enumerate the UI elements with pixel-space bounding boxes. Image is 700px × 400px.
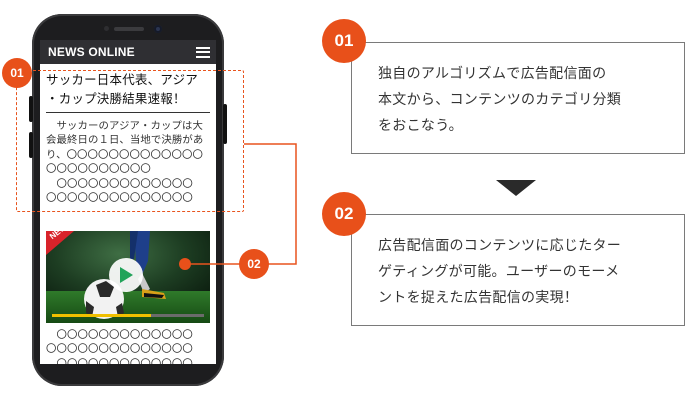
- phone-screen: NEWS ONLINE サッカー日本代表、アジア ・カップ決勝結果速報！ サッカ…: [40, 40, 216, 364]
- article-body: サッカーのアジア・カップは大 会最終日の１日、当地で決勝があ り、〇〇〇〇〇〇〇…: [46, 120, 204, 205]
- down-arrow-icon: [496, 180, 536, 196]
- badge-02-small: 02: [239, 249, 269, 279]
- article-highlight-box: [16, 70, 244, 212]
- speaker-grille: [114, 27, 144, 31]
- headline-divider: [46, 112, 210, 113]
- volume-up-button: [29, 96, 33, 122]
- play-button[interactable]: [109, 258, 143, 292]
- news-header: NEWS ONLINE: [40, 40, 216, 64]
- badge-01-small: 01: [2, 58, 32, 88]
- callout-01-badge: 01: [322, 19, 366, 63]
- article-headline[interactable]: サッカー日本代表、アジア ・カップ決勝結果速報！: [46, 72, 198, 106]
- sensor-icon: [104, 26, 109, 31]
- video-thumbnail: [46, 231, 210, 323]
- front-camera-icon: [154, 25, 162, 33]
- volume-down-button: [29, 132, 33, 158]
- power-button: [223, 104, 227, 144]
- callout-02-badge: 02: [322, 192, 366, 236]
- video-ad[interactable]: NEW: [46, 231, 210, 323]
- video-progress-fill: [52, 314, 151, 317]
- smartphone-mockup: NEWS ONLINE サッカー日本代表、アジア ・カップ決勝結果速報！ サッカ…: [29, 14, 227, 386]
- news-brand: NEWS ONLINE: [48, 45, 135, 59]
- callout-01: 独自のアルゴリズムで広告配信面の 本文から、コンテンツのカテゴリ分類 をおこなう…: [351, 42, 685, 154]
- callout-02: 広告配信面のコンテンツに応じたター ゲティングが可能。ユーザーのモーメ ントを捉…: [351, 214, 685, 326]
- play-icon: [120, 267, 133, 283]
- menu-icon[interactable]: [196, 46, 210, 58]
- video-progress-bar[interactable]: [52, 314, 204, 317]
- article-body-continued: 〇〇〇〇〇〇〇〇〇〇〇〇〇 〇〇〇〇〇〇〇〇〇〇〇〇〇〇 〇〇〇〇〇〇〇〇〇〇〇…: [46, 329, 193, 364]
